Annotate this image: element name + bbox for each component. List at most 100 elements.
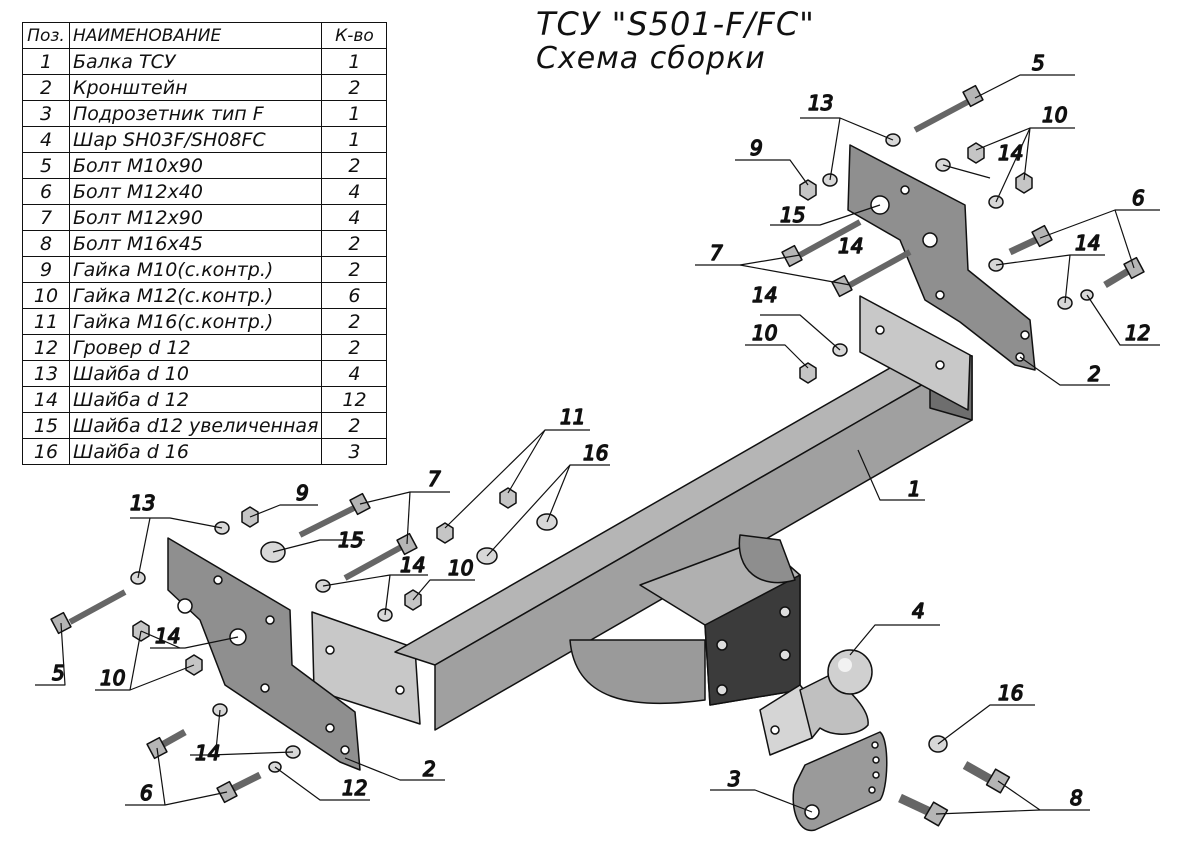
callout-14-f: 14 [155, 624, 180, 648]
hitch-bracket [569, 534, 801, 706]
callout-2-right: 2 [1088, 362, 1101, 386]
cell-pos: 15 [22, 412, 70, 439]
cell-name: Балка ТСУ [68, 48, 323, 75]
callout-2-left: 2 [423, 757, 436, 781]
callout-10-mid: 10 [752, 321, 777, 345]
callout-14-g: 14 [195, 741, 220, 765]
callout-16-mid: 16 [583, 441, 608, 465]
cell-name: Гровер d 12 [68, 334, 323, 361]
cell-qty: 2 [321, 230, 388, 257]
title-block: ТСУ "S501-F/FC" Схема сборки [536, 6, 815, 76]
callout-6-left: 6 [140, 781, 153, 805]
tow-ball [759, 649, 873, 756]
cell-pos: 16 [22, 438, 70, 465]
cell-qty: 12 [321, 386, 388, 413]
callout-5-left: 5 [52, 661, 65, 685]
callout-10-left: 10 [100, 666, 125, 690]
cell-pos: 14 [22, 386, 70, 413]
tow-beam [311, 295, 973, 731]
cell-qty: 1 [321, 126, 388, 153]
callout-12-left: 12 [342, 776, 367, 800]
cell-qty: 2 [321, 308, 388, 335]
callout-14-a: 14 [998, 141, 1023, 165]
cell-pos: 2 [22, 74, 70, 101]
cell-name: Шайба d 16 [68, 438, 323, 465]
cell-qty: 2 [321, 256, 388, 283]
cell-pos: 3 [22, 100, 70, 127]
cell-name: Шар SH03F/SH08FC [68, 126, 323, 153]
callout-14-b: 14 [838, 234, 863, 258]
callout-12-right: 12 [1125, 321, 1150, 345]
cell-qty: 3 [321, 438, 388, 465]
drawing-title: ТСУ "S501-F/FC" [536, 5, 815, 43]
cell-qty: 4 [321, 178, 388, 205]
cell-name: Болт М10х90 [68, 152, 323, 179]
callout-10-center: 10 [448, 556, 473, 580]
cell-pos: 13 [22, 360, 70, 387]
callout-4: 4 [912, 599, 925, 623]
callout-9-left: 9 [296, 481, 309, 505]
callout-11: 11 [560, 405, 585, 429]
beam-left-end-plate [311, 611, 421, 725]
cell-pos: 5 [22, 152, 70, 179]
cell-qty: 2 [321, 412, 388, 439]
callout-15-left: 15 [338, 528, 363, 552]
cell-qty: 1 [321, 100, 388, 127]
callout-3: 3 [728, 767, 741, 791]
cell-qty: 4 [321, 204, 388, 231]
cell-name: Болт М12х40 [68, 178, 323, 205]
cell-name: Шайба d 12 [68, 386, 323, 413]
drawing-subtitle: Схема сборки [536, 41, 766, 76]
callout-14-d: 14 [752, 283, 777, 307]
header-pos: Поз. [22, 22, 70, 49]
callout-9-right: 9 [750, 136, 763, 160]
right-bracket-plate [847, 144, 1036, 371]
callout-10-top: 10 [1042, 103, 1067, 127]
table-header-row: Поз. НАИМЕНОВАНИЕ К-во [22, 22, 388, 49]
cell-name: Болт М16х45 [68, 230, 323, 257]
callout-16-right: 16 [998, 681, 1023, 705]
callout-7-right: 7 [710, 241, 723, 265]
socket-bracket [792, 731, 888, 832]
callout-8: 8 [1070, 786, 1083, 810]
beam-right-end-plate [859, 295, 971, 411]
cell-pos: 1 [22, 48, 70, 75]
callout-7-left: 7 [428, 467, 441, 491]
cell-qty: 1 [321, 48, 388, 75]
beam-top-face [394, 344, 973, 666]
nuts [132, 142, 1033, 676]
callout-6-right: 6 [1132, 186, 1145, 210]
callout-1: 1 [908, 477, 921, 501]
cell-qty: 6 [321, 282, 388, 309]
cell-pos: 9 [22, 256, 70, 283]
callout-14-e: 14 [400, 553, 425, 577]
cell-name: Кронштейн [68, 74, 323, 101]
header-name: НАИМЕНОВАНИЕ [68, 22, 323, 49]
callout-15-right: 15 [780, 203, 805, 227]
cell-name: Гайка М12(с.контр.) [68, 282, 323, 309]
cell-qty: 2 [321, 74, 388, 101]
cell-pos: 10 [22, 282, 70, 309]
leader-lines [35, 74, 1160, 815]
callout-13-left: 13 [130, 491, 155, 515]
callout-5-top: 5 [1032, 51, 1045, 75]
cell-qty: 2 [321, 334, 388, 361]
cell-pos: 8 [22, 230, 70, 257]
callout-14-c: 14 [1075, 231, 1100, 255]
callout-13-right: 13 [808, 91, 833, 115]
